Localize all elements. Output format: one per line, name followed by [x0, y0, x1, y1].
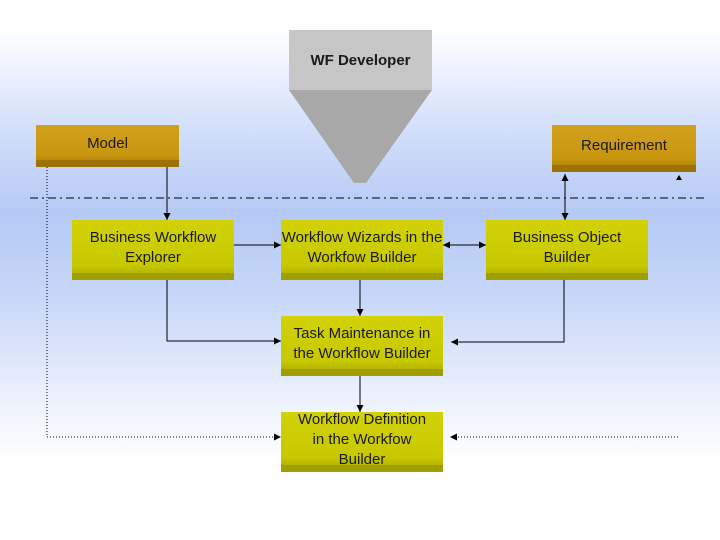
business-object-builder-box: Business Object Builder: [486, 220, 648, 280]
dotted-model-to-definition: [46, 167, 281, 441]
workflow-definition-box: Workflow Definition in the Workfow Build…: [281, 410, 443, 472]
task-maintenance-label: Task Maintenance in the Workflow Builder: [293, 324, 431, 362]
small-arrowhead: [676, 175, 682, 180]
task-maintenance-box: Task Maintenance in the Workflow Builder: [281, 316, 443, 376]
wf-developer-label: WF Developer: [310, 51, 411, 69]
model-box: Model: [36, 125, 179, 167]
wf-developer-box: WF Developer: [289, 30, 432, 90]
business-workflow-explorer-box: Business Workflow Explorer: [72, 220, 234, 280]
workflow-wizards-label: Workflow Wizards in the Workfow Builder: [281, 228, 443, 266]
business-workflow-explorer-label: Business Workflow Explorer: [89, 228, 217, 266]
arrow-bob-to-task: [451, 280, 565, 346]
developer-funnel: [289, 90, 432, 183]
workflow-definition-label: Workflow Definition in the Workfow Build…: [297, 410, 427, 468]
requirement-label: Requirement: [581, 137, 667, 154]
arrow-explorer-to-task: [166, 280, 281, 345]
business-object-builder-label: Business Object Builder: [512, 228, 622, 266]
workflow-wizards-box: Workflow Wizards in the Workfow Builder: [281, 220, 443, 280]
model-label: Model: [87, 134, 128, 152]
requirement-box: Requirement: [552, 125, 696, 172]
